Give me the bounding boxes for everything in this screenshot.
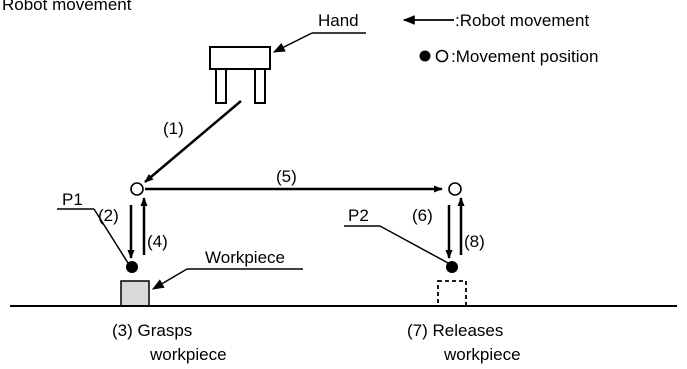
step-6-label: (6) bbox=[412, 206, 433, 225]
step-3-label-line2: workpiece bbox=[149, 345, 227, 364]
p2-leader-line bbox=[379, 225, 449, 264]
p2-label: P2 bbox=[348, 206, 369, 225]
step-7-label-line1: (7) Releases bbox=[407, 321, 503, 340]
step-1-label: (1) bbox=[163, 119, 184, 138]
diagram-title: Robot movement bbox=[2, 0, 132, 14]
arrow-step-1 bbox=[144, 100, 242, 183]
hand-icon bbox=[209, 46, 271, 104]
workpiece-block bbox=[120, 280, 150, 307]
legend-filled-circle-icon bbox=[419, 50, 431, 62]
step-5-label: (5) bbox=[276, 167, 297, 186]
step-8-label: (8) bbox=[464, 232, 485, 251]
legend-arrow-label: :Robot movement bbox=[455, 11, 589, 30]
hand-leader-arrow bbox=[272, 32, 313, 53]
workpiece-label: Workpiece bbox=[205, 248, 285, 267]
p1-label: P1 bbox=[62, 190, 83, 209]
position-p1 bbox=[126, 261, 138, 273]
position-p2 bbox=[446, 261, 458, 273]
step-3-label-line1: (3) Grasps bbox=[112, 321, 192, 340]
legend-open-circle-icon bbox=[435, 49, 449, 63]
step-2-label: (2) bbox=[98, 206, 119, 225]
step-7-label-line2: workpiece bbox=[443, 345, 521, 364]
released-workpiece-outline bbox=[437, 280, 467, 307]
hand-label: Hand bbox=[318, 11, 359, 30]
step-4-label: (4) bbox=[147, 232, 168, 251]
legend-position-label: :Movement position bbox=[451, 47, 598, 66]
p1-leader-line bbox=[93, 208, 129, 264]
position-above-p1 bbox=[130, 182, 144, 196]
workpiece-leader-arrow bbox=[151, 268, 188, 290]
position-above-p2 bbox=[448, 182, 462, 196]
